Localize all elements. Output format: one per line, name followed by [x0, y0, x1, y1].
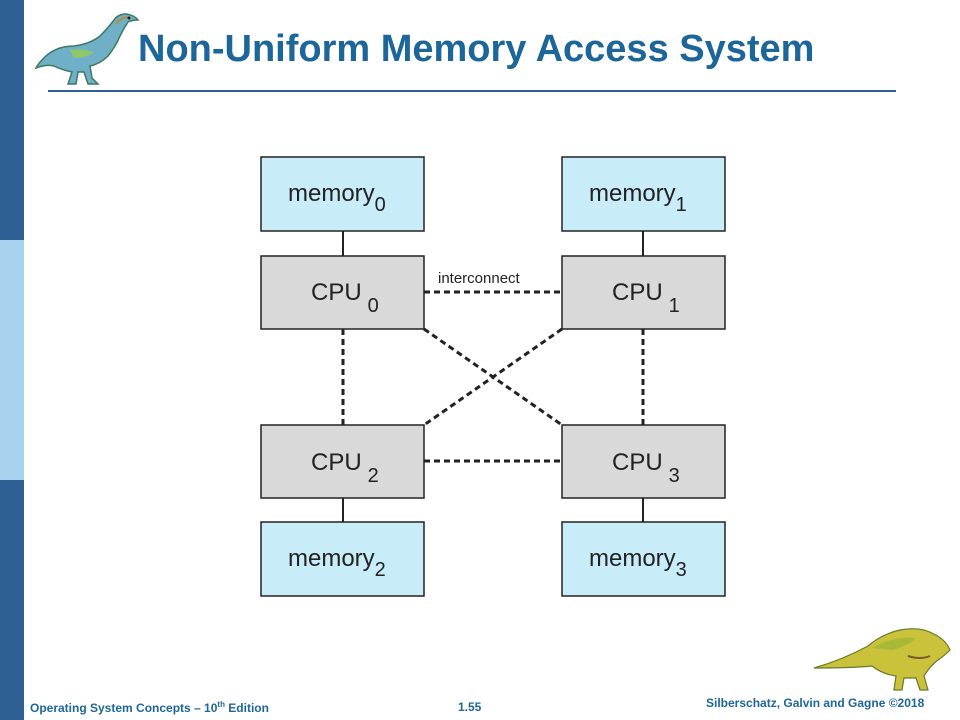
cpu-box-1 — [561, 255, 726, 330]
memory-label-0-subscript: 0 — [375, 194, 386, 216]
memory-label-1-subscript: 1 — [676, 194, 687, 216]
cpu-label-2-subscript: 2 — [368, 465, 379, 487]
footer-book-prefix: Operating System Concepts – 10 — [30, 701, 218, 715]
cpu-label-1: CPU 1 — [612, 279, 680, 317]
cpu-label-3-subscript: 3 — [669, 465, 680, 487]
memory-label-2-text: memory — [288, 545, 375, 572]
slide-title: Non-Uniform Memory Access System — [138, 28, 815, 70]
memory-label-2: memory2 — [288, 545, 386, 581]
cpu-label-1-subscript: 1 — [669, 295, 680, 317]
memory-box-2 — [260, 521, 425, 597]
memory-label-3-text: memory — [589, 545, 676, 572]
sidebar-bar — [0, 0, 24, 720]
memory-box-0 — [260, 156, 425, 232]
dinosaur-footer-icon — [813, 628, 951, 691]
cpu-label-0-text: CPU — [311, 279, 362, 306]
footer-page-number: 1.55 — [458, 700, 482, 714]
cpu-label-3-text: CPU — [612, 449, 663, 476]
cpu-label-0: CPU 0 — [311, 279, 379, 317]
footer-book-sup: th — [217, 700, 225, 709]
memory-box-1 — [561, 156, 726, 232]
memory-label-0-text: memory — [288, 180, 375, 207]
cpu-box-2 — [260, 424, 425, 499]
cpu-label-2: CPU 2 — [311, 449, 379, 487]
cpu-label-3: CPU 3 — [612, 449, 680, 487]
memory-label-3-subscript: 3 — [676, 559, 687, 581]
memory-label-1-text: memory — [589, 180, 676, 207]
cpu-box-3 — [561, 424, 726, 499]
memory-label-1: memory1 — [589, 180, 687, 216]
sidebar-segment-middle — [0, 240, 24, 480]
footer-book-title: Operating System Concepts – 10th Edition — [30, 700, 269, 715]
memory-box-3 — [561, 521, 726, 597]
dinosaur-logo-icon — [34, 13, 140, 85]
cpu-label-1-text: CPU — [612, 279, 663, 306]
sidebar-segment-top — [0, 0, 24, 240]
memory-label-0: memory0 — [288, 180, 386, 216]
memory-label-2-subscript: 2 — [375, 559, 386, 581]
memory-label-3: memory3 — [589, 545, 687, 581]
cpu-box-0 — [260, 255, 425, 330]
footer-book-suffix: Edition — [224, 701, 269, 715]
sidebar-segment-bottom — [0, 480, 24, 720]
cpu-label-0-subscript: 0 — [368, 295, 379, 317]
interconnect-cpu1-cpu2 — [423, 327, 563, 427]
cpu-label-2-text: CPU — [311, 449, 362, 476]
interconnect-label: interconnect — [438, 270, 521, 287]
title-underline — [48, 90, 896, 92]
footer-copyright: Silberschatz, Galvin and Gagne ©2018 — [706, 696, 925, 710]
